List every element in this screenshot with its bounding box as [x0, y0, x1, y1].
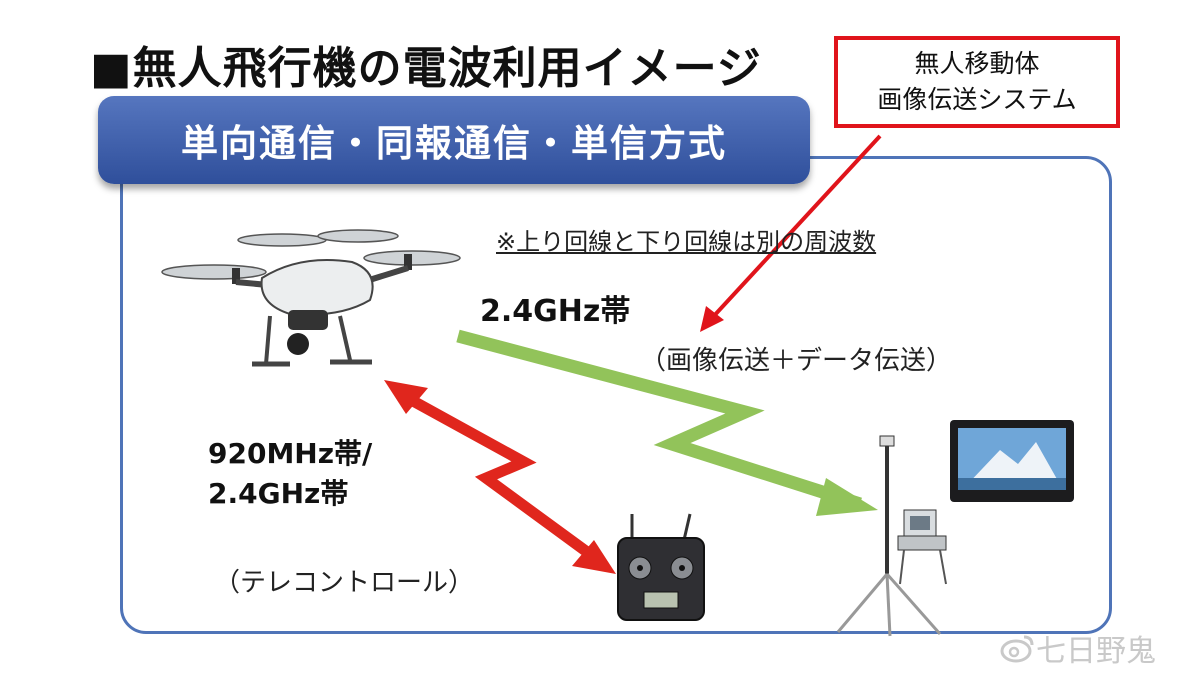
video-band-label: 2.4GHz帯 — [480, 294, 631, 329]
frequency-note: ※上り回線と下り回線は別の周波数 — [496, 228, 877, 256]
system-callout: 無人移動体 画像伝送システム — [834, 36, 1120, 128]
control-band-label-1: 920MHz帯/ — [208, 437, 373, 470]
mode-banner: 単向通信・同報通信・単信方式 — [98, 96, 810, 184]
weibo-logo-icon — [1000, 635, 1034, 663]
drone-icon — [161, 229, 461, 367]
control-link-arrow — [384, 380, 616, 574]
control-desc-label: （テレコントロール） — [214, 568, 475, 598]
callout-line-1: 無人移動体 — [914, 49, 1040, 78]
callout-line-2: 画像伝送システム — [877, 85, 1077, 114]
page-title: ■無人飛行機の電波利用イメージ — [90, 43, 762, 94]
callout-pointer-arrow — [700, 134, 882, 332]
watermark-text: 七日野鬼 — [1036, 634, 1156, 669]
mode-banner-label: 単向通信・同報通信・単信方式 — [181, 122, 727, 165]
transmitter-icon — [617, 513, 705, 621]
receiver-station-icon — [836, 435, 947, 637]
watermark: 七日野鬼 — [1000, 626, 1156, 670]
video-link-arrow — [456, 329, 878, 516]
monitor-icon — [950, 420, 1074, 502]
video-desc-label: （画像伝送＋データ伝送） — [640, 346, 953, 376]
control-band-label-2: 2.4GHz帯 — [208, 477, 349, 510]
